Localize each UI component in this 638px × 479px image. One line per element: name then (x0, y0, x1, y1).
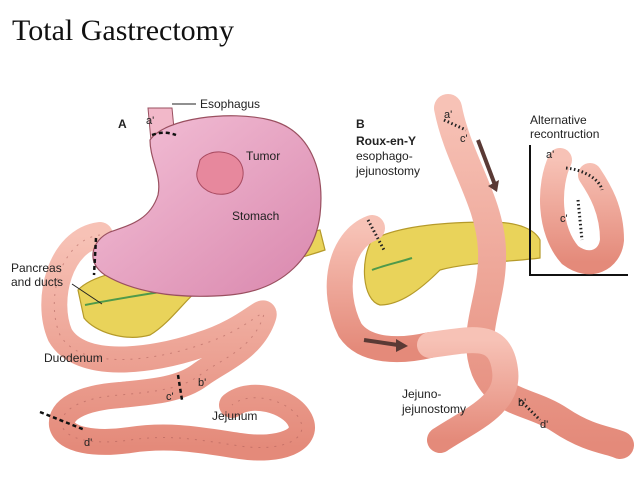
label-esophagus: Esophagus (200, 97, 260, 111)
marker-b-a: a' (444, 109, 452, 121)
jejuno-label-1: Jejuno- (402, 387, 441, 401)
stomach (93, 116, 321, 297)
label-pancreas-2: and ducts (11, 275, 63, 289)
tumor (197, 152, 243, 194)
label-duodenum: Duodenum (44, 351, 103, 365)
label-pancreas-1: Pancreas (11, 261, 62, 275)
inset-marker-a: a' (546, 149, 554, 161)
inset-title-2: recontruction (530, 127, 599, 141)
panel-b-letter: B (356, 117, 365, 131)
panel-b: B Roux-en-Y esophago- jejunostomy a' c' (340, 108, 620, 445)
marker-a-b: b' (198, 377, 206, 389)
procedure-label-2: esophago- (356, 149, 413, 163)
inset-marker-c: c' (560, 213, 568, 225)
roux-limb (448, 108, 620, 445)
inset-pouch (552, 160, 612, 262)
procedure-label-1: Roux-en-Y (356, 134, 416, 148)
panel-a-letter: A (118, 117, 127, 131)
marker-a-c: c' (166, 391, 174, 403)
marker-b-c: c' (460, 133, 468, 145)
marker-b-d: d' (540, 419, 548, 431)
marker-a-d: d' (84, 437, 92, 449)
panel-a: A Esophagus Tumor Stomach Pancreas (11, 97, 325, 449)
label-jejunum: Jejunum (212, 409, 257, 423)
label-stomach: Stomach (232, 209, 279, 223)
inset-staples-c (578, 200, 582, 240)
procedure-label-3: jejunostomy (355, 164, 420, 178)
inset-alternative: Alternative recontruction a' c' (530, 113, 628, 275)
marker-a-a: a' (146, 115, 154, 127)
jejuno-label-2: jejunostomy (401, 402, 466, 416)
label-tumor: Tumor (246, 149, 280, 163)
inset-title-1: Alternative (530, 113, 587, 127)
marker-b-b: b' (518, 397, 526, 409)
